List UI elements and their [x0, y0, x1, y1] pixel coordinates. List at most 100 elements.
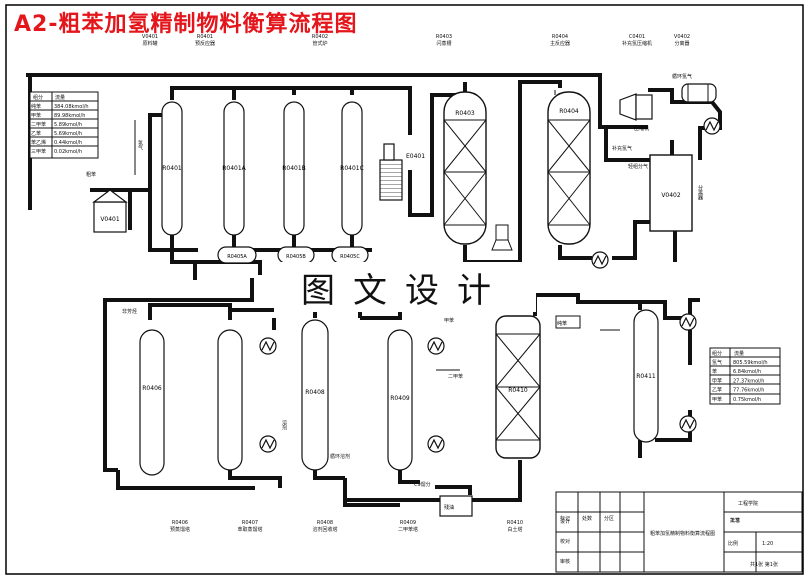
- right-table-header: 流量: [734, 350, 744, 357]
- top-label-name: 主反应器: [550, 40, 570, 47]
- bottom-label-name: 二甲苯塔: [398, 526, 418, 533]
- r0408-label: R0408: [305, 389, 325, 396]
- bottom-equipment-labels: R0406预蒸馏塔R0407萃取蒸馏塔R0408溶剂回收塔R0409二甲苯塔R0…: [170, 520, 523, 533]
- drawing-name: 粗苯加氢精制物料衡算流程图: [650, 530, 715, 537]
- tail-label: 残油: [444, 504, 454, 511]
- hx-7: [679, 313, 697, 331]
- r0403-label: R0403: [455, 110, 475, 117]
- right-table-cell: 甲苯: [712, 377, 722, 384]
- bottom-label-code: R0408: [317, 520, 333, 526]
- stream-labels: 粗苯 氢气 补充氢气 轻组分气 非芳烃 溶剂 循环溶剂 甲苯 二甲苯 C9馏分: [86, 139, 648, 488]
- left-table-header: 流量: [55, 94, 65, 101]
- left-table-cell: 5.89kmol/h: [54, 122, 82, 128]
- left-table-cell: 5.69kmol/h: [54, 131, 82, 137]
- v0402-separator: V0402 分离器: [649, 154, 703, 232]
- r0407-column: [217, 329, 243, 471]
- scale-value: 1:20: [762, 541, 773, 547]
- hydrogen-label: 氢气: [137, 139, 143, 150]
- title-block: [555, 491, 803, 573]
- left-table-header: 组分: [33, 94, 43, 101]
- r0401c-column: R0401C: [340, 101, 364, 236]
- v0401-label: V0401: [100, 216, 120, 223]
- bottom-label-code: R0407: [242, 520, 258, 526]
- school-name: 工程学院: [738, 500, 758, 507]
- hx-2: [591, 251, 609, 269]
- r0405b-tank: R0405B: [277, 246, 315, 264]
- hx-5: [427, 337, 445, 355]
- top-label-name: 管式炉: [312, 40, 327, 47]
- top-label-name: 补充氢压缩机: [622, 40, 652, 47]
- bottom-label-name: 白土塔: [507, 526, 522, 533]
- left-table-cell: 二甲苯: [31, 121, 46, 128]
- v0401-tank: V0401: [92, 189, 128, 233]
- top-label-name: 预反应器: [195, 40, 215, 47]
- title-block-text: 工程学院 粗苯加氢精制物料衡算流程图 比例 1:20 共1张 第1张 标记处数分…: [560, 500, 778, 568]
- separator-label: 分离器: [697, 184, 703, 201]
- top-label-code: R0402: [312, 34, 328, 40]
- xylene-label: 二甲苯: [448, 373, 463, 380]
- left-table-cell: 苯乙烯: [31, 139, 46, 146]
- heat-exchangers: [259, 117, 721, 453]
- benzene-label: 纯苯: [557, 320, 567, 327]
- r0401b-column: R0401B: [282, 101, 306, 236]
- r0405a-label: R0405A: [227, 254, 247, 260]
- right-table-cell: 0.75kmol/h: [733, 397, 761, 403]
- right-table-cell: 6.84kmol/h: [733, 369, 761, 375]
- e0401-label: E0401: [406, 153, 425, 160]
- left-table-cell: 0.02kmol/h: [54, 149, 82, 155]
- hx-1: [703, 117, 721, 135]
- bottom-label-name: 预蒸馏塔: [170, 526, 190, 533]
- left-table-cell: 384.08kmol/h: [54, 104, 89, 110]
- compressor-label: 压缩机: [634, 125, 649, 132]
- recycle-solvent-label: 循环溶剂: [330, 453, 350, 460]
- right-table-cell: 乙苯: [712, 387, 722, 394]
- r0401a-label: R0401A: [222, 165, 246, 172]
- title-block-label: 校对: [560, 538, 570, 545]
- top-label-code: V0402: [674, 34, 690, 40]
- raffinate-label: 非芳烃: [122, 308, 137, 315]
- hx-8: [679, 415, 697, 433]
- right-table-cell: 苯: [712, 368, 717, 375]
- r0405a-tank: R0405A: [217, 246, 257, 264]
- right-table-cell: 氢气: [712, 359, 722, 366]
- hx-4: [259, 435, 277, 453]
- e0401-furnace: E0401: [379, 143, 425, 201]
- title-block-label: 处数: [582, 515, 592, 522]
- compressor-c0401: 压缩机: [619, 93, 653, 132]
- r0406-column: R0406: [139, 329, 165, 476]
- benzene-tank: [555, 315, 581, 329]
- r0408-column: R0408: [301, 319, 329, 471]
- r0405c-label: R0405C: [340, 254, 360, 260]
- bottom-label-code: R0406: [172, 520, 188, 526]
- title-block-label: 批准: [730, 517, 740, 524]
- top-label-name: 原料罐: [142, 40, 157, 47]
- scale-label: 比例: [728, 540, 738, 547]
- left-table-cell: 89.98kmol/h: [54, 113, 85, 119]
- r0410-label: R0410: [508, 387, 528, 394]
- r0401c-label: R0401C: [340, 165, 364, 172]
- watermark: 图文设计: [274, 262, 536, 312]
- bottom-label-code: R0410: [507, 520, 523, 526]
- cooler-unit: 循环氢气: [672, 73, 717, 103]
- left-table-cell: 0.44kmol/h: [54, 140, 82, 146]
- top-label-code: R0401: [197, 34, 213, 40]
- title-block-label: 分区: [604, 515, 614, 522]
- r0404-label: R0404: [559, 108, 579, 115]
- top-label-code: V0401: [142, 34, 158, 40]
- left-table-cell: 三甲苯: [31, 148, 46, 155]
- right-table-cell: 27.37kmol/h: [733, 378, 764, 384]
- top-equipment-labels: V0401原料罐R0401预反应器R0402管式炉R0403闪蒸槽R0404主反…: [142, 34, 690, 47]
- light-gas-label: 轻组分气: [628, 163, 648, 170]
- right-table-header: 组分: [712, 350, 722, 357]
- r0405c-tank: R0405C: [331, 246, 369, 264]
- flash-drum: [491, 224, 513, 251]
- top-label-code: C0401: [629, 34, 645, 40]
- r0401a-column: R0401A: [222, 101, 247, 236]
- right-table-cell: 77.76kmol/h: [733, 388, 764, 394]
- top-label-code: R0404: [552, 34, 568, 40]
- r0401-label: R0401: [162, 165, 182, 172]
- top-label-name: 闪蒸槽: [436, 40, 451, 47]
- r0410-column: R0410: [495, 315, 541, 459]
